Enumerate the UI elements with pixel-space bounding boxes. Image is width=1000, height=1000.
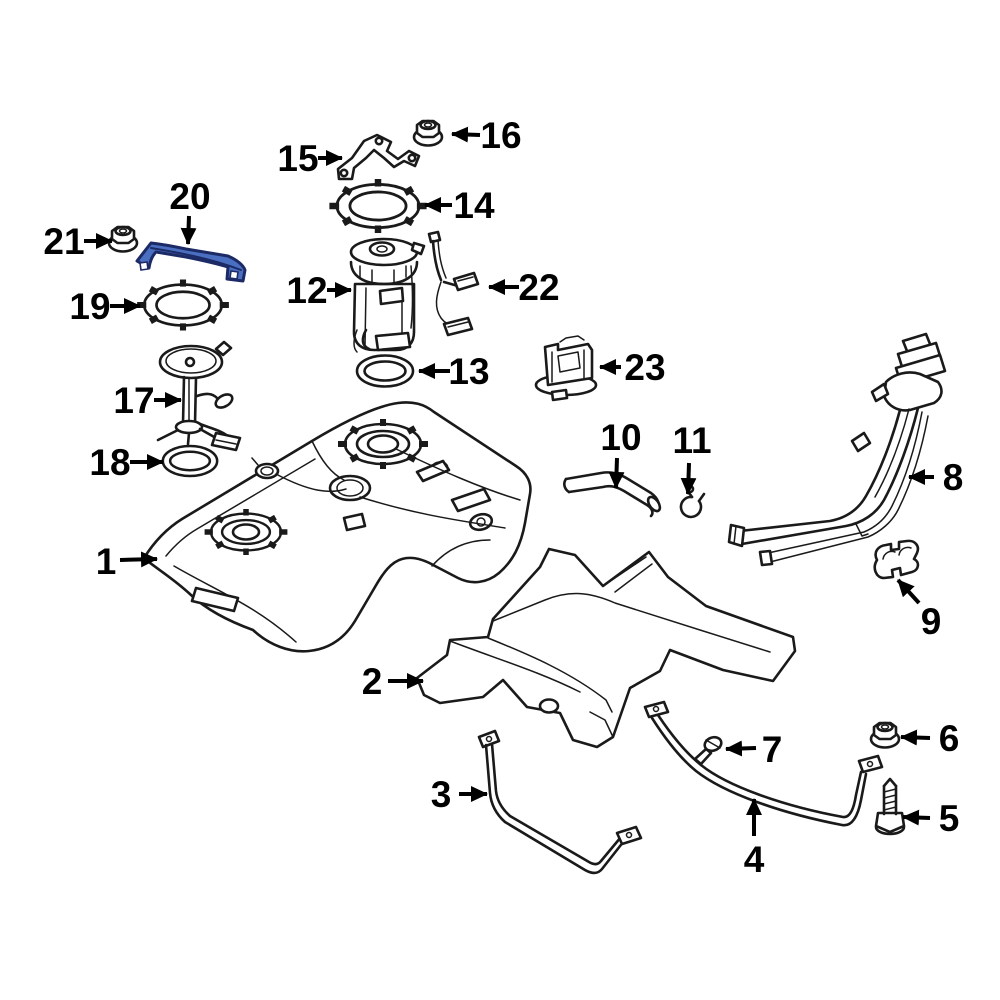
callout-6-label: 6 [939,718,960,759]
part-sensor-seal[interactable] [161,444,219,478]
callout-22-label: 22 [518,267,559,308]
part-filler-pipe[interactable] [727,332,947,567]
callout-3[interactable]: 3 [431,774,488,815]
part-pipe-clamp[interactable] [873,539,920,580]
callout-16[interactable]: 16 [451,115,522,156]
callout-1-arrow [119,551,158,568]
part-push-clip[interactable] [693,735,723,766]
callout-20-label: 20 [169,176,210,217]
part-nut-strap[interactable] [869,721,901,749]
callout-16-arrow [451,126,481,143]
callout-23[interactable]: 23 [599,347,666,388]
callout-1[interactable]: 1 [96,541,158,582]
callout-4[interactable]: 4 [744,798,765,880]
callout-13[interactable]: 13 [418,351,490,392]
callout-12-label: 12 [286,270,327,311]
callout-8[interactable]: 8 [908,457,964,498]
callout-17-label: 17 [113,380,154,421]
part-tank-strap-front[interactable] [477,729,643,875]
callout-7-arrow [725,740,757,757]
part-retainer-bracket-highlighted[interactable] [135,241,247,283]
callout-12[interactable]: 12 [286,270,352,311]
callout-11-label: 11 [672,420,711,461]
callout-6[interactable]: 6 [900,718,960,759]
part-filler-hose[interactable] [563,471,662,518]
callout-11[interactable]: 11 [672,420,712,495]
callout-4-label: 4 [744,839,765,880]
callout-17[interactable]: 17 [113,380,182,421]
callout-7[interactable]: 7 [725,729,783,770]
part-fuel-tank[interactable] [142,401,532,653]
callout-19[interactable]: 19 [69,286,141,327]
part-bolt[interactable] [874,777,906,836]
callout-10-label: 10 [600,417,641,458]
callout-5-label: 5 [939,798,960,839]
callout-14-label: 14 [453,185,495,226]
part-pump-reservoir[interactable] [534,335,598,402]
callout-2[interactable]: 2 [362,661,424,702]
callout-21-label: 21 [43,221,84,262]
part-fuel-pump-module[interactable] [349,237,426,353]
callout-3-label: 3 [431,774,452,815]
part-nut-sensor-bracket[interactable] [107,225,139,253]
callout-10[interactable]: 10 [600,417,642,489]
callout-20-arrow [180,215,197,245]
callout-2-label: 2 [362,661,383,702]
callout-5[interactable]: 5 [902,798,960,839]
callout-6-arrow [900,729,931,746]
callout-19-label: 19 [69,286,110,327]
callout-11-arrow [680,462,697,495]
highlighted-part-shape [135,241,247,283]
part-pump-lock-ring[interactable] [329,179,426,233]
callout-9-label: 9 [921,601,942,642]
callout-18-label: 18 [89,442,130,483]
callout-23-label: 23 [624,347,665,388]
part-fuel-level-sender[interactable] [427,230,480,337]
callout-8-label: 8 [943,457,964,498]
callout-14[interactable]: 14 [424,185,495,226]
callout-22[interactable]: 22 [488,267,560,308]
callout-5-arrow [902,809,931,826]
callout-20[interactable]: 20 [169,176,211,245]
callout-16-label: 16 [480,115,521,156]
callout-7-label: 7 [762,729,783,770]
callout-9-arrow [896,578,921,605]
part-sensor-lock-ring[interactable] [137,280,229,331]
part-pump-seal[interactable] [355,354,415,388]
callout-21[interactable]: 21 [43,221,113,262]
callout-9[interactable]: 9 [896,578,942,642]
part-fuel-level-sensor[interactable] [156,340,242,452]
part-nut-pump-bracket[interactable] [412,119,444,147]
callout-10-arrow [608,457,625,489]
callout-13-label: 13 [448,351,489,392]
callout-18[interactable]: 18 [89,442,164,483]
callout-15-label: 15 [277,138,318,179]
part-skid-plate[interactable] [415,547,797,749]
part-pump-bracket[interactable] [336,133,421,181]
callout-15[interactable]: 15 [277,138,343,179]
callout-1-label: 1 [96,541,117,582]
part-hose-clamp[interactable] [679,484,706,519]
